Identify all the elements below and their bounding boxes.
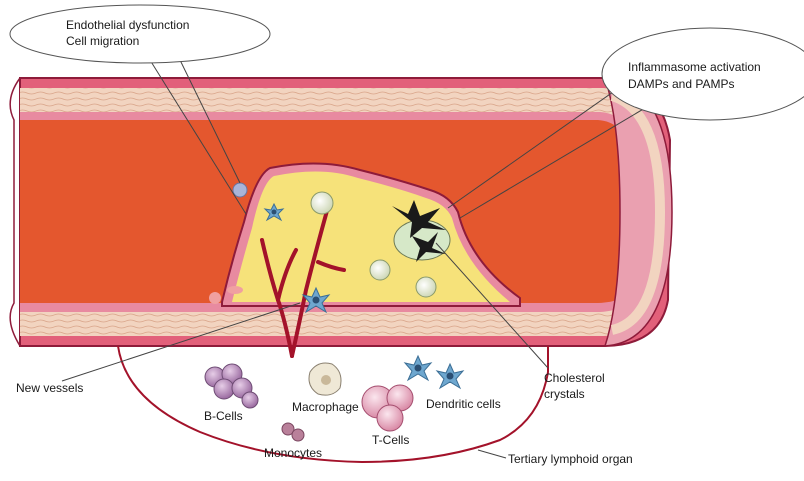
- smooth-cell: [209, 292, 221, 304]
- smooth-cell: [227, 286, 243, 294]
- macrophage-cell: [309, 363, 341, 395]
- t-cells-cluster: [362, 385, 413, 431]
- label-new-vessels: New vessels: [16, 381, 83, 395]
- callout-right-line1: Inflammasome activation: [628, 60, 761, 74]
- label-cholesterol-line1: Cholesterol: [544, 371, 605, 385]
- monocytes-cluster: [282, 423, 304, 441]
- monocyte-lumen: [233, 183, 247, 197]
- label-monocytes: Monocytes: [264, 446, 322, 460]
- callout-left-line2: Cell migration: [66, 34, 139, 48]
- label-b-cells: B-Cells: [204, 409, 243, 423]
- label-tertiary-lymphoid-organ: Tertiary lymphoid organ: [508, 452, 633, 466]
- foam-cell: [370, 260, 390, 280]
- label-dendritic-cells: Dendritic cells: [426, 397, 501, 411]
- callout-left-line1: Endothelial dysfunction: [66, 18, 189, 32]
- callout-right-line2: DAMPs and PAMPs: [628, 77, 734, 91]
- label-macrophage: Macrophage: [292, 400, 359, 414]
- foam-cell: [311, 192, 333, 214]
- foam-cell: [416, 277, 436, 297]
- b-cells-cluster: [205, 364, 258, 408]
- callout-right: Inflammasome activation DAMPs and PAMPs: [602, 28, 804, 120]
- label-t-cells: T-Cells: [372, 433, 409, 447]
- callout-left: Endothelial dysfunction Cell migration: [10, 5, 270, 63]
- label-cholesterol-line2: crystals: [544, 387, 585, 401]
- dendritic-cells-cluster: [405, 356, 463, 388]
